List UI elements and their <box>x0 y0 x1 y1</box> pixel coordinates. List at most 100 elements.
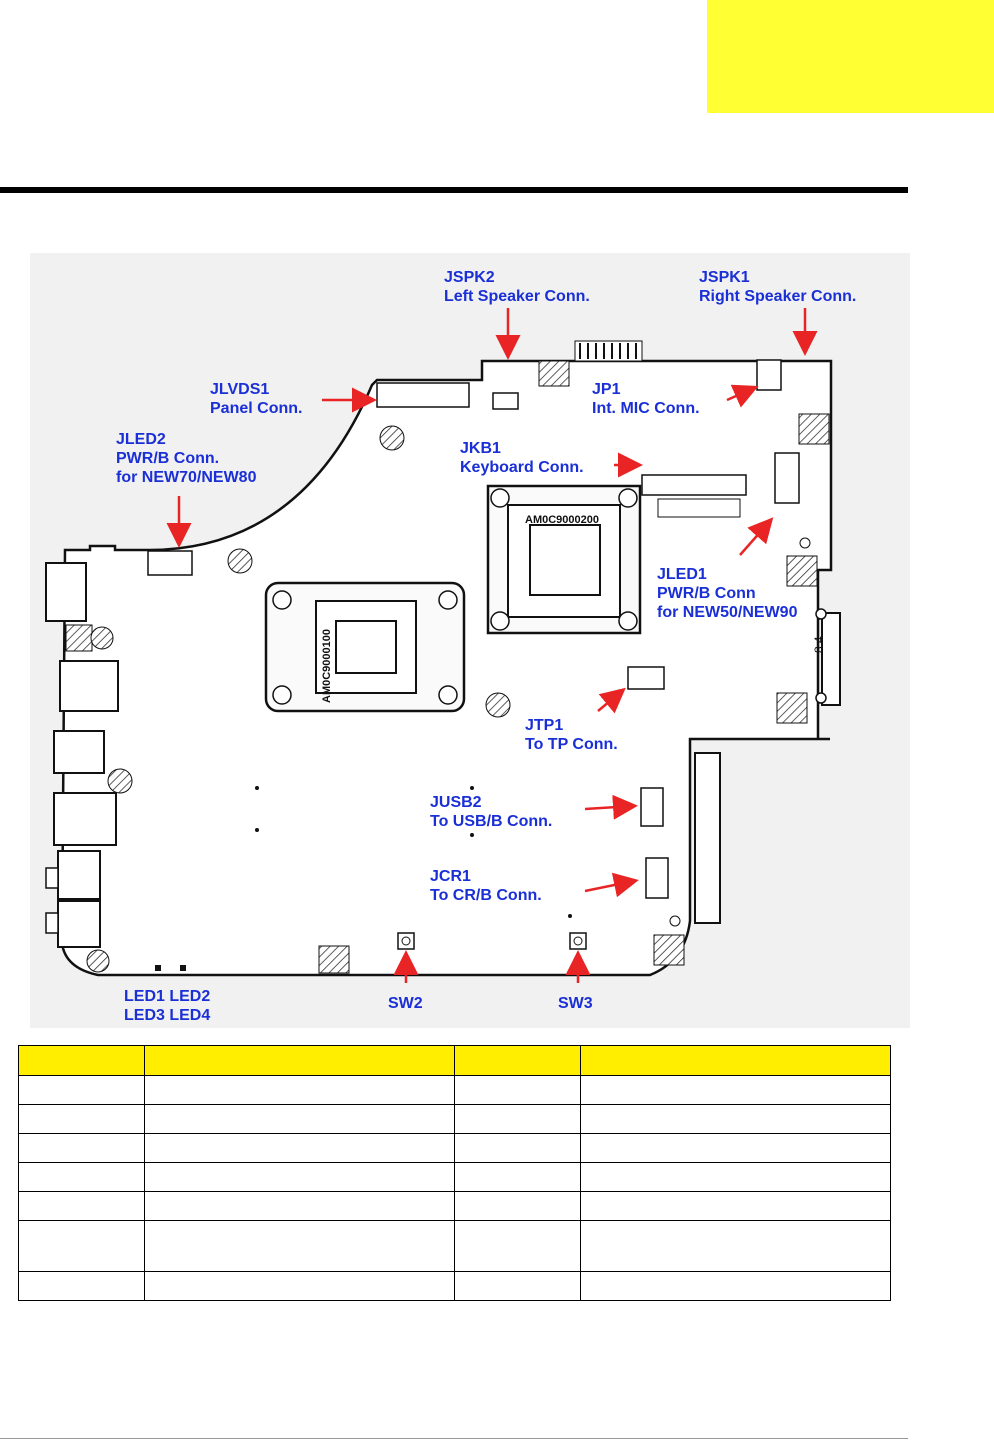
led-footprint <box>155 965 161 971</box>
table-cell <box>18 1271 145 1301</box>
hdd-connector <box>694 752 721 924</box>
jcr1-connector <box>645 857 669 899</box>
mount-pad <box>798 413 830 445</box>
chapter-tab <box>707 0 994 113</box>
table-cell <box>580 1191 891 1221</box>
table-cell <box>454 1133 581 1163</box>
table-cell <box>580 1162 891 1192</box>
led-footprint <box>180 965 186 971</box>
side-marking: 8.4 <box>812 636 826 653</box>
table-row <box>18 1075 891 1105</box>
parts-table <box>18 1045 891 1301</box>
table-cell <box>454 1075 581 1105</box>
mount-pad <box>653 934 685 966</box>
screw-boss <box>86 949 110 973</box>
vga-port <box>45 562 87 622</box>
screw-hole <box>815 608 827 620</box>
table-cell <box>454 1220 581 1272</box>
table-header-cell <box>580 1045 891 1076</box>
jspk2-connector <box>492 392 519 410</box>
table-cell <box>454 1191 581 1221</box>
table-row <box>18 1133 891 1163</box>
jkb1-footprint <box>657 498 741 518</box>
board-diagram: AM0C9000200 AM0C9000100 <box>30 253 910 1028</box>
usb-port <box>53 730 105 774</box>
mount-pad <box>65 624 93 652</box>
table-row <box>18 1162 891 1192</box>
mount-pad <box>538 360 570 387</box>
screw-hole <box>815 692 827 704</box>
table-cell <box>144 1191 455 1221</box>
mount-pad <box>786 555 818 587</box>
mount-pad <box>776 692 808 724</box>
table-header-cell <box>454 1045 581 1076</box>
lan-port <box>53 792 117 846</box>
right-edge-bracket <box>821 612 841 706</box>
screw-boss <box>485 692 511 718</box>
screw-boss <box>227 548 253 574</box>
table-cell <box>144 1162 455 1192</box>
table-cell <box>454 1104 581 1134</box>
audio-jack <box>57 900 101 948</box>
table-cell <box>580 1075 891 1105</box>
top-pin-header <box>574 340 643 362</box>
table-cell <box>18 1075 145 1105</box>
mainboard-illustration: AM0C9000200 AM0C9000100 <box>45 308 841 983</box>
jlvds1-connector <box>376 382 470 408</box>
cpu-bracket-marking: AM0C9000200 <box>525 514 599 526</box>
table-cell <box>580 1220 891 1272</box>
table-header-cell <box>144 1045 455 1076</box>
jusb2-connector <box>640 787 664 827</box>
usb-port <box>59 660 119 712</box>
table-row <box>18 1104 891 1134</box>
label-sw2: SW2 <box>388 995 423 1012</box>
table-cell <box>144 1220 455 1272</box>
table-cell <box>144 1271 455 1301</box>
table-cell <box>454 1271 581 1301</box>
cpu-heatsink-bracket: AM0C9000200 <box>486 484 642 635</box>
table-row <box>18 1191 891 1221</box>
table-cell <box>144 1075 455 1105</box>
audio-jack <box>57 850 101 900</box>
gpu-heatsink-bracket: AM0C9000100 <box>264 581 466 713</box>
callout-arrows <box>166 308 818 983</box>
jled1-connector <box>774 452 800 504</box>
jled2-connector <box>147 550 193 576</box>
mount-pad <box>318 945 350 974</box>
table-cell <box>580 1133 891 1163</box>
label-sw3: SW3 <box>558 995 593 1012</box>
table-row <box>18 1271 891 1301</box>
table-cell <box>454 1162 581 1192</box>
screw-boss <box>107 768 133 794</box>
screw-boss <box>90 626 114 650</box>
table-cell <box>18 1191 145 1221</box>
screw-boss <box>379 425 405 451</box>
table-cell <box>18 1104 145 1134</box>
table-cell <box>580 1271 891 1301</box>
jkb1-connector <box>641 474 747 496</box>
jtp1-connector <box>627 666 665 690</box>
table-cell <box>144 1133 455 1163</box>
table-header-cell <box>18 1045 145 1076</box>
table-cell <box>580 1104 891 1134</box>
table-cell <box>18 1220 145 1272</box>
jp1-connector <box>756 359 782 391</box>
table-cell <box>18 1162 145 1192</box>
table-row <box>18 1220 891 1272</box>
footer-rule <box>0 1438 908 1439</box>
table-cell <box>18 1133 145 1163</box>
title-rule <box>0 187 908 193</box>
table-cell <box>144 1104 455 1134</box>
gpu-bracket-marking: AM0C9000100 <box>321 629 333 703</box>
